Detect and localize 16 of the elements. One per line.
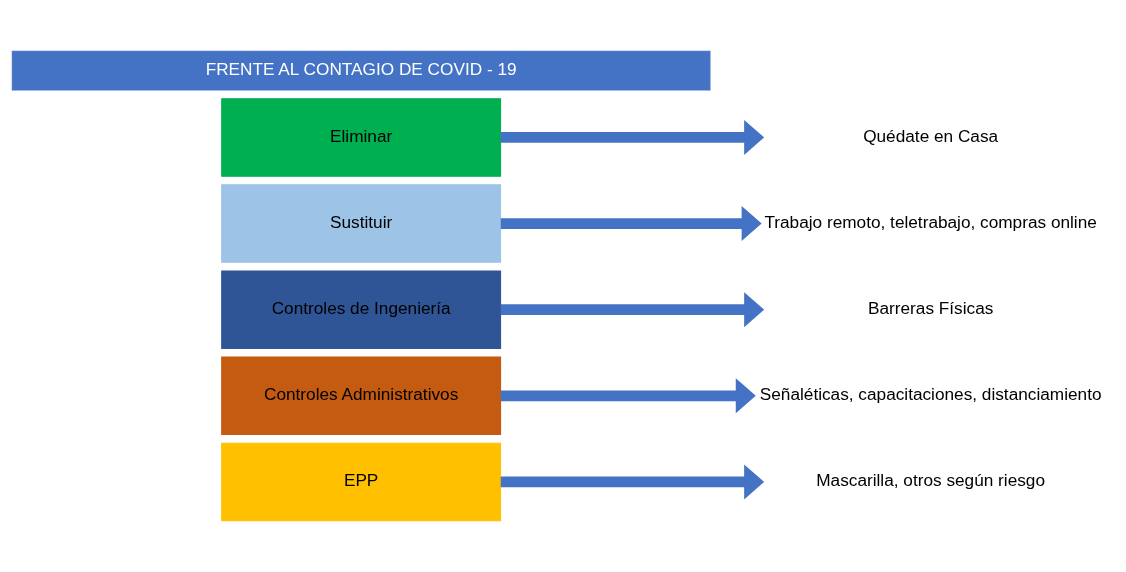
node-box: FRENTE AL CONTAGIO DE COVID - 19 xyxy=(11,50,711,91)
node-box: Controles Administrativos xyxy=(221,356,502,436)
node-text: Trabajo remoto, teletrabajo, compras online xyxy=(764,211,1097,232)
node-text: Mascarilla, otros según riesgo xyxy=(816,470,1046,491)
arrow xyxy=(500,206,762,242)
arrow xyxy=(500,292,765,328)
node-box: Eliminar xyxy=(221,98,502,177)
node-box: Controles de Ingeniería xyxy=(221,270,502,349)
node-text: Barreras Físicas xyxy=(867,297,994,318)
arrow xyxy=(500,119,765,155)
arrow xyxy=(500,378,756,414)
arrow xyxy=(500,464,765,500)
node-box: Sustituir xyxy=(221,184,502,263)
node-text: Quédate en Casa xyxy=(863,125,999,146)
node-text: Señaléticas, capacitaciones, distanciamiento xyxy=(759,383,1102,404)
node-box: EPP xyxy=(221,442,502,522)
